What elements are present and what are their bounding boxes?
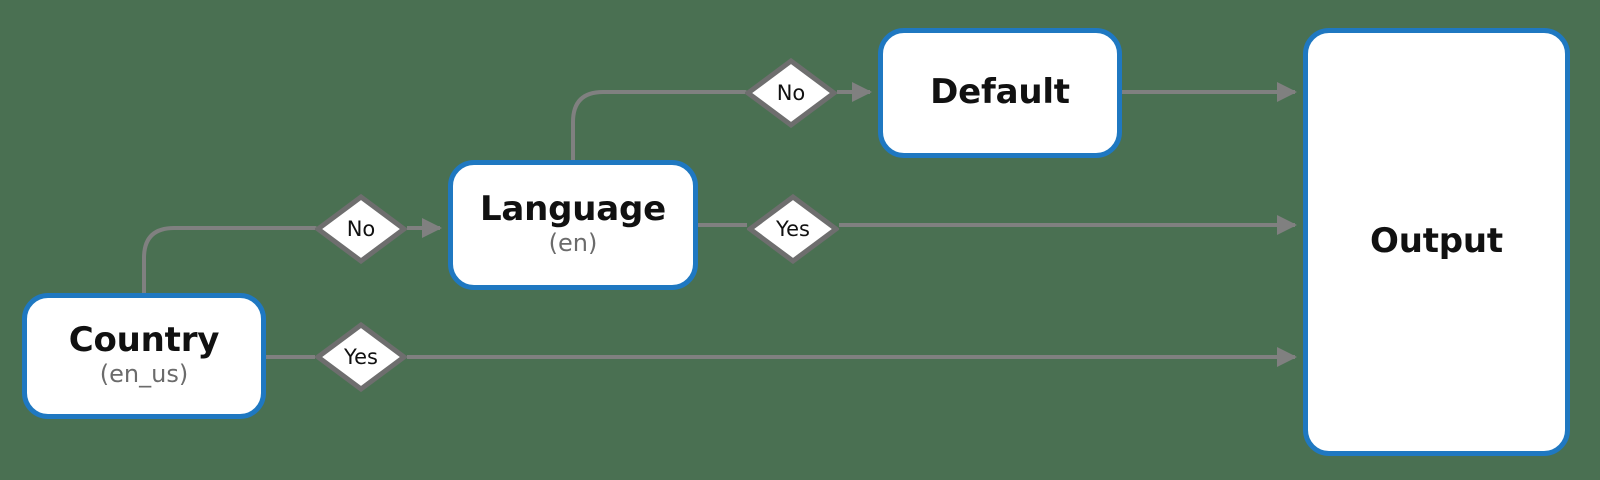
diamond-icon [315, 194, 407, 264]
node-country-title: Country [68, 320, 220, 361]
edge-country-to-no [142, 226, 317, 295]
edge-language-to-no [571, 90, 747, 162]
node-language-subtitle: (en) [548, 229, 598, 258]
node-output-title: Output [1370, 221, 1503, 262]
diamond-icon [747, 194, 839, 264]
decision-country-no[interactable]: No [315, 194, 407, 264]
node-country-subtitle: (en_us) [99, 360, 189, 389]
node-default[interactable]: Default [878, 28, 1122, 158]
decision-country-yes-label: Yes [344, 344, 378, 369]
decision-language-yes[interactable]: Yes [747, 194, 839, 264]
decision-country-no-label: No [346, 216, 376, 241]
node-output[interactable]: Output [1303, 28, 1570, 456]
diamond-icon [315, 322, 407, 392]
decision-language-no-label: No [776, 80, 806, 105]
decision-country-yes[interactable]: Yes [315, 322, 407, 392]
decision-language-yes-label: Yes [776, 216, 810, 241]
node-default-title: Default [930, 72, 1070, 113]
node-country[interactable]: Country (en_us) [22, 293, 266, 419]
node-language[interactable]: Language (en) [448, 160, 698, 290]
diamond-icon [745, 58, 837, 128]
decision-language-no[interactable]: No [745, 58, 837, 128]
node-language-title: Language [479, 189, 667, 230]
